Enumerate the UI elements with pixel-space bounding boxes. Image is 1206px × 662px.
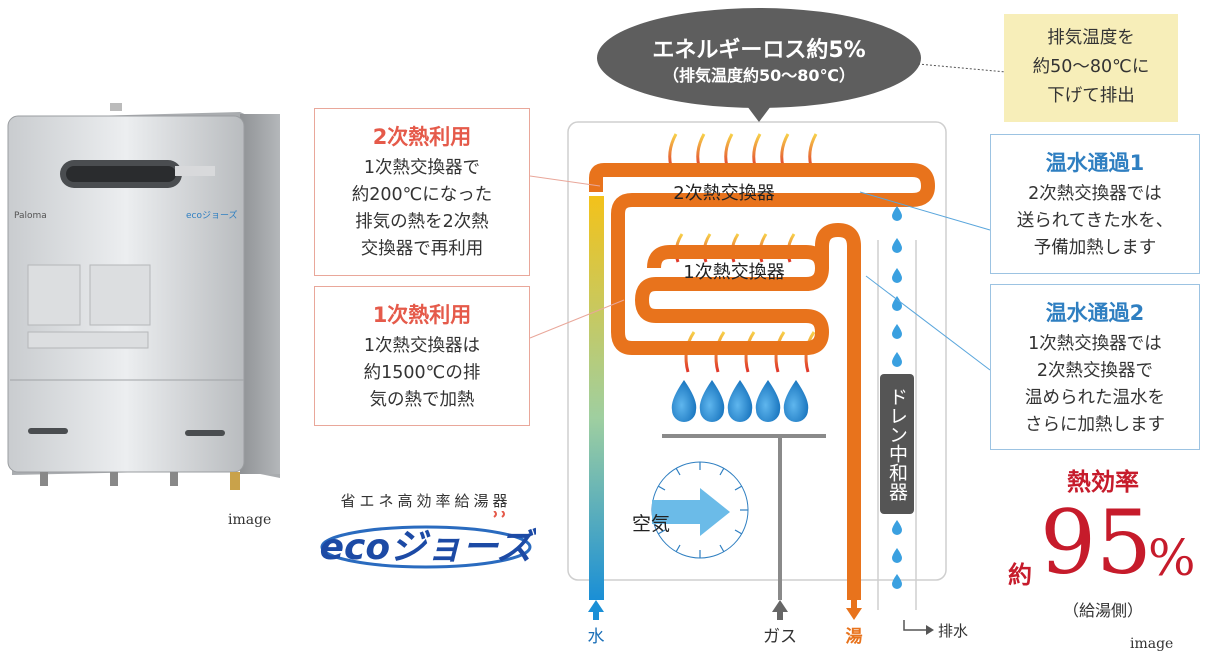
thermal-efficiency: 熱効率 約 95 % （給湯側） [1000,462,1206,632]
efficiency-figure: 約 95 % [1000,497,1206,593]
hot-water-pass2-title: 温水通過2 [991,297,1199,327]
hot-water-pass1-body: 2次熱交換器では 送られてきた水を、 予備加熱します [991,181,1199,262]
efficiency-prefix: 約 [1008,555,1032,590]
efficiency-note: （給湯側） [1000,597,1206,621]
efficiency-unit: % [1148,529,1196,587]
efficiency-value: 95 [1040,493,1152,593]
footer-image-caption: image [1130,636,1173,652]
hot-water-pass1-box: 温水通過1 2次熱交換器では 送られてきた水を、 予備加熱します [990,134,1200,274]
hot-water-pass1-title: 温水通過1 [991,147,1199,177]
hot-water-pass2-body: 1次熱交換器では 2次熱交換器で 温められた温水を さらに加熱します [991,331,1199,439]
hot-water-pass2-box: 温水通過2 1次熱交換器では 2次熱交換器で 温められた温水を さらに加熱します [990,284,1200,450]
